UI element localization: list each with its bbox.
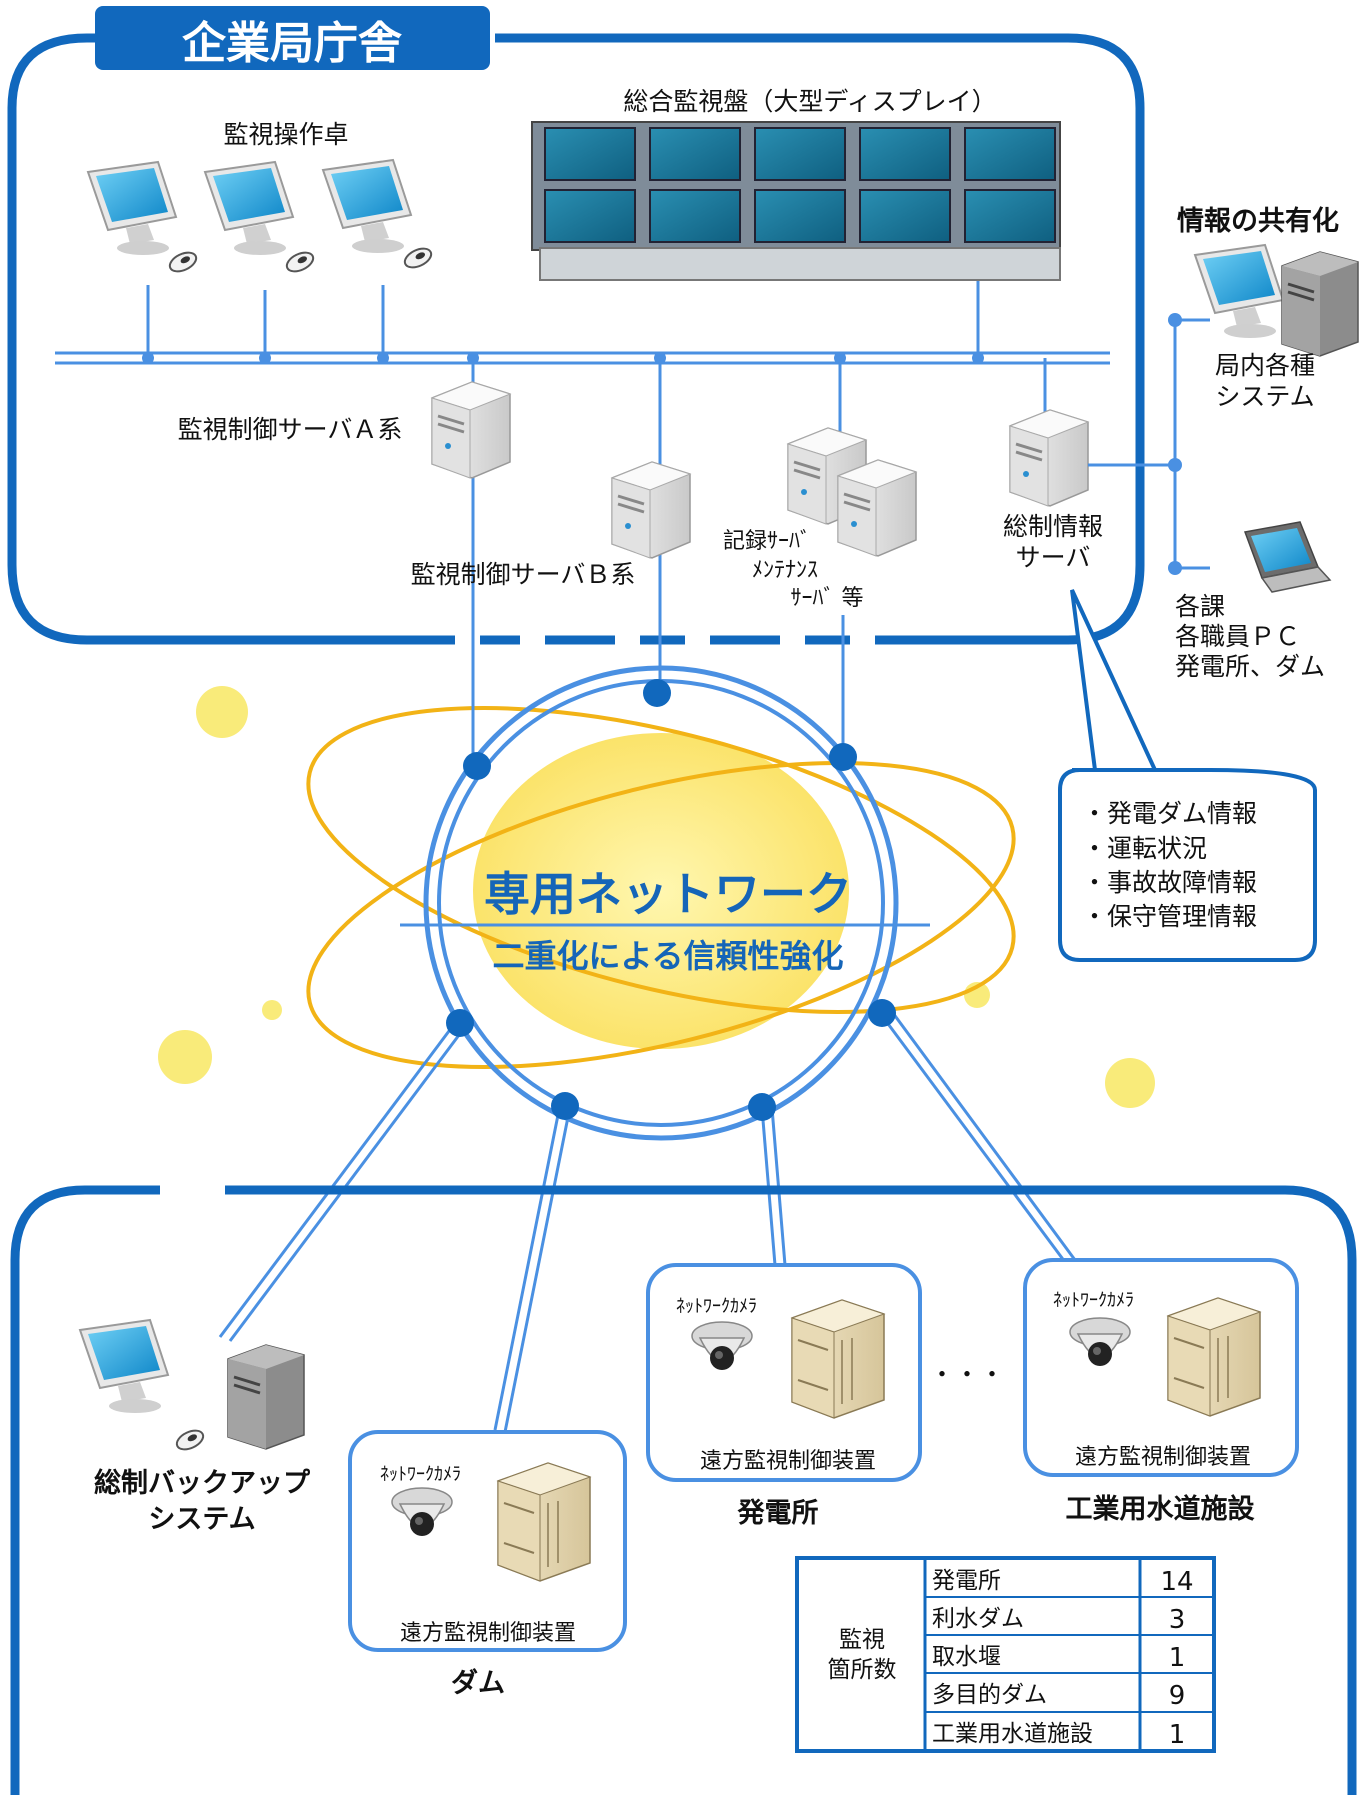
- water-device-icon: [1167, 1297, 1261, 1417]
- backup-label-1: 総制バックアップ: [94, 1467, 311, 1499]
- decor-dot: [262, 1000, 282, 1020]
- lan-bus: [55, 275, 1110, 770]
- backup-monitor-icon: [79, 1319, 169, 1414]
- orbit-ring: [306, 706, 1016, 1014]
- power-camera-label: ﾈｯﾄﾜｰｸｶﾒﾗ: [676, 1296, 757, 1317]
- site-links: [218, 1008, 1077, 1433]
- internal-systems-label-1: 局内各種: [1215, 351, 1315, 380]
- info-server-icon: [1008, 408, 1090, 508]
- network-subtitle: 二重化による信頼性強化: [492, 937, 843, 975]
- info-item-4: ・保守管理情報: [1082, 902, 1257, 931]
- server-a-label: 監視制御サーバＡ系: [178, 415, 403, 444]
- orbit-ring: [306, 761, 1016, 1069]
- table-header-1: 監視: [839, 1627, 885, 1653]
- console-monitor-3: [322, 159, 412, 254]
- info-item-1: ・発電ダム情報: [1082, 799, 1257, 828]
- record-server-icon-2: [836, 458, 918, 558]
- sharing-title: 情報の共有化: [1177, 206, 1339, 237]
- network-ring-outer: [423, 665, 899, 1141]
- ring-nodes: [446, 679, 896, 1121]
- site-frame: [10, 1185, 1357, 1795]
- decor-dot: [1105, 1058, 1155, 1108]
- console-mouse-2: [282, 247, 318, 277]
- sites-ellipsis: ・・・: [929, 1360, 1004, 1389]
- record-server-label-3: ｻｰﾊﾞ 等: [791, 586, 864, 611]
- server-b-label: 監視制御サーバＢ系: [411, 560, 636, 589]
- backup-tower-icon: [226, 1343, 306, 1451]
- table-row-name: 工業用水道施設: [932, 1721, 1093, 1747]
- staff-label-1: 各課: [1175, 592, 1225, 621]
- console-monitor-1: [87, 161, 177, 256]
- internal-tower-icon: [1280, 250, 1360, 358]
- console-mouse-3: [400, 243, 436, 273]
- dam-device-label: 遠方監視制御装置: [400, 1621, 576, 1646]
- laptop-icon: [1243, 521, 1332, 593]
- table-row-count: 1: [1169, 1720, 1186, 1750]
- decor-dot: [158, 1030, 212, 1084]
- hq-frame: [7, 33, 1145, 645]
- table-row-name: 発電所: [932, 1568, 1001, 1594]
- sharing-nodes: [1168, 313, 1182, 575]
- bus-nodes: [142, 352, 984, 364]
- staff-label-3: 発電所、ダム: [1175, 652, 1325, 681]
- info-server-label-2: サーバ: [1016, 543, 1091, 572]
- power-device-icon: [791, 1299, 885, 1419]
- staff-label-2: 各職員ＰＣ: [1175, 622, 1300, 651]
- network-glow: [473, 733, 849, 1049]
- info-item-3: ・事故故障情報: [1082, 868, 1257, 897]
- power-caption: 発電所: [737, 1498, 819, 1529]
- table-row-name: 取水堰: [932, 1644, 1001, 1670]
- record-server-label-1: 記録ｻｰﾊﾞ: [723, 529, 811, 554]
- console-monitor-2: [204, 161, 294, 256]
- info-item-2: ・運転状況: [1082, 834, 1207, 863]
- dam-caption: ダム: [451, 1667, 505, 1699]
- display-wall: [531, 121, 1061, 281]
- hq-title-tab: [95, 6, 490, 70]
- info-server-label-1: 総制情報: [1003, 512, 1103, 541]
- water-device-label: 遠方監視制御装置: [1075, 1445, 1251, 1470]
- table-row-name: 多目的ダム: [932, 1682, 1047, 1708]
- dam-device-icon: [497, 1462, 591, 1582]
- water-camera-label: ﾈｯﾄﾜｰｸｶﾒﾗ: [1053, 1290, 1134, 1311]
- dam-camera-label: ﾈｯﾄﾜｰｸｶﾒﾗ: [380, 1464, 461, 1485]
- table-row-count: 1: [1169, 1643, 1186, 1673]
- backup-label-2: システム: [148, 1504, 255, 1535]
- hq-title: 企業局庁舎: [182, 18, 402, 69]
- console-label: 監視操作卓: [223, 120, 348, 149]
- console-mouse-1: [165, 247, 201, 277]
- record-server-label-2: ﾒﾝﾃﾅﾝｽ: [752, 558, 818, 583]
- monitor-table: [795, 1556, 1216, 1753]
- water-caption: 工業用水道施設: [1066, 1493, 1256, 1525]
- table-header-2: 箇所数: [828, 1657, 897, 1683]
- server-b-icon: [610, 460, 692, 560]
- table-row-count: 9: [1169, 1681, 1186, 1711]
- power-device-label: 遠方監視制御装置: [700, 1449, 876, 1474]
- display-label: 総合監視盤（大型ディスプレイ）: [623, 87, 996, 116]
- internal-monitor-icon: [1194, 244, 1284, 339]
- table-row-count: 3: [1169, 1605, 1186, 1635]
- table-row-count: 14: [1160, 1567, 1193, 1597]
- backup-mouse-icon: [172, 1425, 208, 1455]
- info-bubble: [1058, 589, 1317, 962]
- decor-dot: [196, 686, 248, 738]
- internal-systems-label-2: システム: [1215, 382, 1314, 411]
- server-a-icon: [430, 380, 512, 480]
- table-row-name: 利水ダム: [932, 1606, 1024, 1632]
- sharing-links: [1088, 318, 1210, 570]
- network-title: 専用ネットワーク: [484, 867, 852, 921]
